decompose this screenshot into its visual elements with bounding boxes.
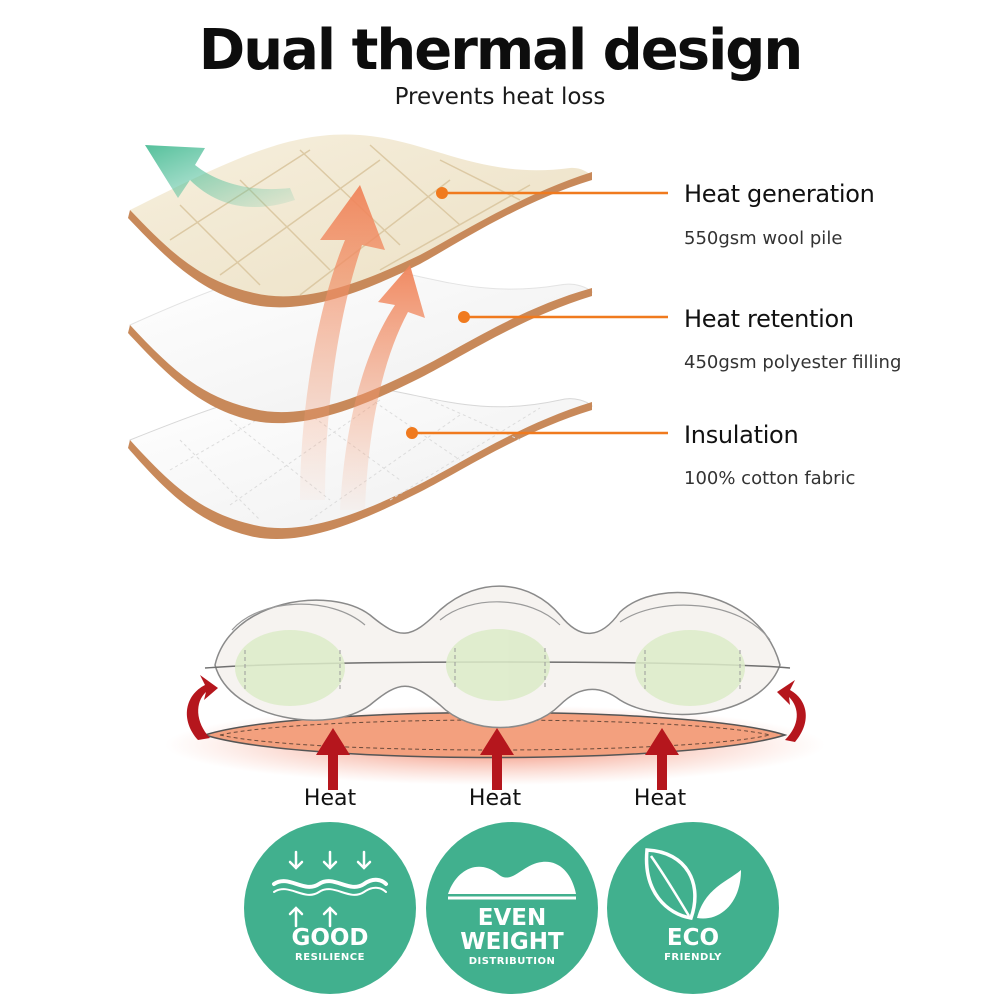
badge-good-resilience: GOOD RESILIENCE	[244, 822, 416, 994]
heat-label: Heat	[468, 786, 522, 811]
badge-caption: RESILIENCE	[295, 952, 365, 963]
badge-title: GOOD	[291, 925, 369, 951]
quilt-cross-section	[165, 585, 825, 790]
escaping-heat-arrow	[145, 145, 295, 208]
layer-detail-insulation: 100% cotton fabric	[684, 468, 856, 489]
badge-caption: FRIENDLY	[664, 952, 722, 963]
heat-up-arrows	[316, 728, 679, 790]
badge-even-weight-distribution: EVEN WEIGHT DISTRIBUTION	[426, 822, 598, 994]
heat-label: Heat	[303, 786, 357, 811]
badge-title: EVEN	[477, 905, 547, 931]
layer-detail-heat-generation: 550gsm wool pile	[684, 228, 843, 249]
layer-title-heat-generation: Heat generation	[684, 180, 875, 208]
badge-title-line2: WEIGHT	[460, 929, 564, 955]
leader-lines	[406, 187, 668, 439]
waves-arrows-icon	[272, 850, 388, 928]
wave-foam-icon	[448, 861, 576, 900]
layer-detail-heat-retention: 450gsm polyester filling	[684, 352, 902, 373]
heat-label: Heat	[633, 786, 687, 811]
layer-title-insulation: Insulation	[684, 421, 799, 449]
badge-caption: DISTRIBUTION	[468, 956, 556, 967]
rising-heat-arrows	[300, 185, 425, 510]
badge-eco-friendly: ECO FRIENDLY	[607, 822, 779, 994]
leaves-icon	[644, 848, 741, 920]
badge-title: ECO	[666, 925, 720, 951]
layer-title-heat-retention: Heat retention	[684, 305, 854, 333]
page-title: Dual thermal design	[198, 18, 803, 83]
page-subtitle: Prevents heat loss	[394, 84, 606, 110]
